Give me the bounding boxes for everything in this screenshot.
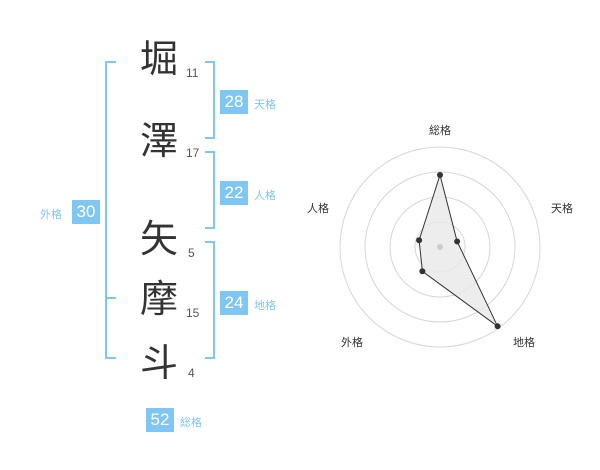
radar-point-5: [416, 237, 423, 244]
radar-axis-label-5: 人格: [307, 201, 329, 215]
soukaku-value: 52: [146, 408, 174, 432]
radar-axis-label-3: 地格: [513, 335, 535, 349]
stroke-count-4: 15: [186, 306, 200, 320]
jinkaku-label: 人格: [254, 189, 276, 202]
name-char-4: 摩: [140, 277, 179, 321]
tenkaku-label: 天格: [254, 98, 276, 111]
radar-point-1: [437, 172, 443, 178]
radar-point-4: [419, 268, 426, 275]
name-char-5: 斗: [140, 341, 179, 385]
radar-axis-label-2: 天格: [551, 201, 573, 215]
chikaku-label: 地格: [254, 299, 276, 312]
stroke-count-3: 5: [188, 246, 195, 260]
tenkaku-value: 28: [220, 90, 248, 114]
gaikaku-value: 30: [72, 200, 100, 224]
radar-point-3: [494, 323, 501, 330]
radar-point-2: [454, 238, 461, 245]
radar-center-dot: [437, 244, 443, 250]
name-char-1: 堀: [140, 37, 179, 81]
stroke-count-5: 4: [188, 366, 195, 380]
chikaku-value: 24: [220, 291, 248, 315]
name-char-3: 矢: [140, 217, 179, 261]
gaikaku-label: 外格: [40, 208, 62, 221]
radar-polygon: [418, 173, 499, 327]
name-char-2: 澤: [140, 119, 179, 163]
jinkaku-value: 22: [220, 181, 248, 205]
soukaku-label: 総格: [180, 416, 202, 429]
radar-ring-4: [339, 146, 541, 348]
chikaku-bracket: [205, 241, 215, 359]
gaikaku-bracket: [105, 61, 116, 359]
radar-points: [416, 172, 501, 330]
stroke-count-1: 11: [186, 66, 199, 80]
stroke-count-2: 17: [186, 146, 200, 160]
radar-axis-label-1: 総格: [429, 123, 451, 137]
tenkaku-bracket: [205, 61, 215, 139]
radar-axis-label-4: 外格: [341, 335, 363, 349]
jinkaku-bracket: [205, 151, 215, 229]
